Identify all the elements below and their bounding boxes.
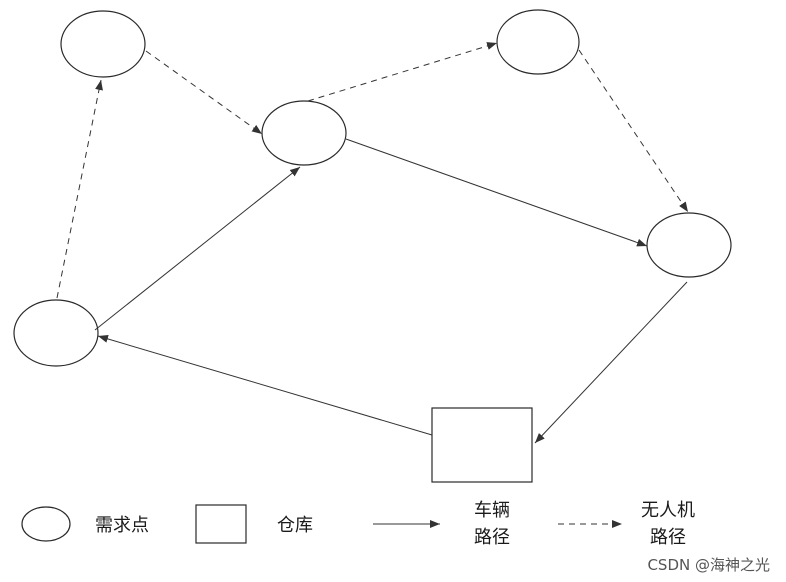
warehouse-node — [431, 407, 533, 483]
drone-path-top-right-to-right — [578, 49, 689, 213]
legend-demand-point-symbol — [21, 506, 71, 542]
demand-node-top-right — [496, 9, 580, 75]
legend-vehicle-path-label-line1: 车辆 — [474, 500, 510, 521]
demand-node-top-left — [60, 10, 146, 78]
watermark: CSDN @海神之光 — [647, 556, 770, 574]
drone-path-top-left-to-center — [145, 50, 263, 135]
legend-warehouse-symbol — [195, 504, 247, 544]
demand-node-center — [261, 100, 347, 166]
drone-path-center-to-top-right — [307, 42, 498, 102]
demand-node-left — [13, 299, 99, 367]
vehicle-path-left-to-center — [94, 166, 301, 331]
legend-vehicle-path-label-line2: 路径 — [474, 527, 510, 548]
vehicle-path-right-to-warehouse — [534, 281, 688, 444]
legend-demand-point-label: 需求点 — [95, 515, 149, 536]
legend-drone-path-label-line1: 无人机 — [641, 500, 695, 521]
legend-warehouse-label: 仓库 — [277, 515, 313, 536]
vehicle-path-center-to-right — [345, 138, 648, 247]
demand-node-right — [646, 212, 732, 278]
legend-drone-path-label-line2: 路径 — [650, 527, 686, 548]
vehicle-path-warehouse-to-left — [97, 335, 433, 436]
legend: 需求点 仓库 车辆 路径 无人机 路径 — [21, 500, 695, 548]
drone-path-left-to-top-left — [56, 79, 103, 299]
